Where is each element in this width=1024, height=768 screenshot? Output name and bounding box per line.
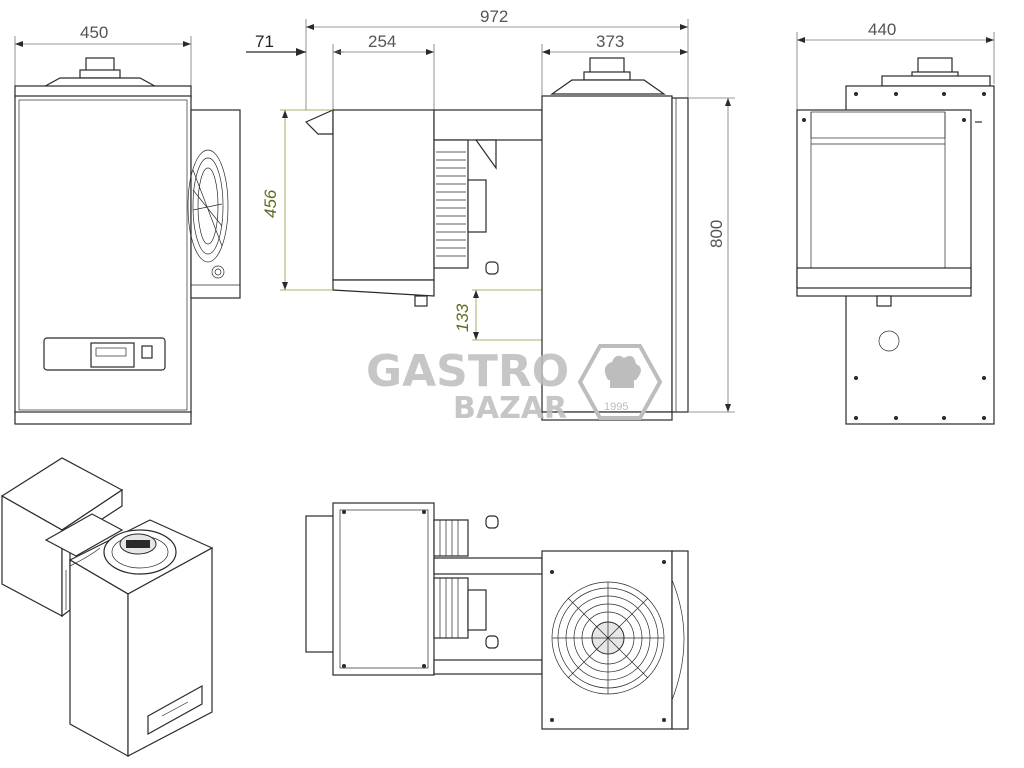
front-view: 450 — [14, 23, 241, 425]
dim-overall-width: 972 — [480, 7, 508, 26]
dim-front-width: 450 — [80, 23, 108, 42]
dim-overall-height: 800 — [707, 220, 726, 248]
top-view — [305, 502, 689, 730]
dim-condenser-depth: 373 — [596, 32, 624, 51]
dim-evaporator-height: 456 — [261, 189, 280, 218]
watermark-line2: BAZAR — [453, 391, 567, 426]
watermark: GASTRO BAZAR 1995 — [366, 344, 663, 426]
isometric-view — [0, 457, 214, 758]
dim-side-width: 440 — [868, 20, 896, 39]
side-view: 972 71 254 373 — [246, 7, 735, 421]
logo-year: 1995 — [604, 401, 628, 413]
rear-view: 440 — [796, 20, 995, 425]
watermark-line1: GASTRO — [366, 346, 569, 397]
dim-evaporator-depth: 254 — [368, 32, 396, 51]
dim-offset: 71 — [255, 32, 274, 51]
chef-hat-logo: 1995 — [577, 344, 663, 420]
dim-drain-height: 133 — [453, 303, 472, 332]
